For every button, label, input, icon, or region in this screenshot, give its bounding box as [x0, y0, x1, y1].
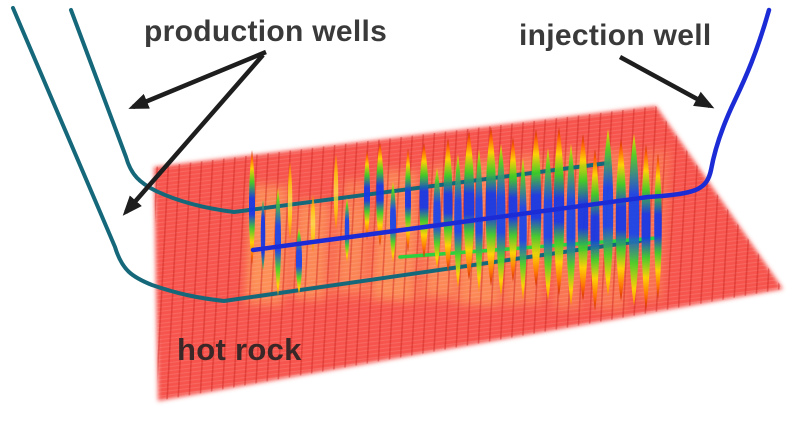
injection-well-arrow: [618, 55, 715, 109]
production-well-b-line: [69, 8, 610, 214]
fracture-spike: [390, 182, 396, 262]
fracture-spike: [344, 198, 350, 262]
fracture-spike: [496, 144, 506, 296]
fracture-spike: [508, 137, 518, 282]
fracture-spike: [405, 148, 411, 252]
fracture-spike: [530, 129, 542, 287]
injection-well-line: [250, 7, 772, 253]
fracture-spike: [602, 129, 614, 296]
production-well-a-line: [11, 6, 642, 303]
fracture-spike: [628, 134, 640, 306]
fracture-spike: [376, 142, 384, 246]
production-wells-label: production wells: [144, 15, 388, 48]
production-wells-arrow-upper: [128, 49, 267, 110]
fracture-spike: [463, 131, 475, 280]
fracture-spike: [485, 127, 497, 286]
well-lines: [11, 6, 659, 303]
fracture-spike: [590, 149, 600, 311]
fracture-spike: [287, 162, 293, 240]
fracture-spike: [553, 127, 565, 296]
injection-well-label: injection well: [519, 19, 712, 52]
fracture-spike: [443, 138, 453, 272]
injection-well-layer: [250, 7, 772, 253]
fracture-spike: [615, 139, 627, 301]
fracture-spike: [310, 195, 316, 252]
fracture-spike: [275, 188, 281, 296]
fracture-spike: [433, 168, 441, 268]
production-wells-arrow-lower: [122, 53, 265, 216]
fracture-spike: [333, 154, 339, 230]
fracture-spike: [519, 158, 527, 300]
fracture-spike: [249, 150, 255, 265]
fracture-spike: [566, 144, 576, 306]
fracture-spike: [654, 153, 662, 300]
fracture-spike: [577, 134, 589, 301]
fracture-spike: [260, 200, 266, 270]
fracture-spike: [641, 144, 651, 311]
callout-arrows: [122, 49, 715, 216]
fracture-green-lateral-line: [398, 236, 659, 259]
hot-rock-label: hot rock: [177, 332, 302, 367]
fracture-spike: [364, 150, 370, 240]
fracture-spike: [543, 148, 553, 301]
